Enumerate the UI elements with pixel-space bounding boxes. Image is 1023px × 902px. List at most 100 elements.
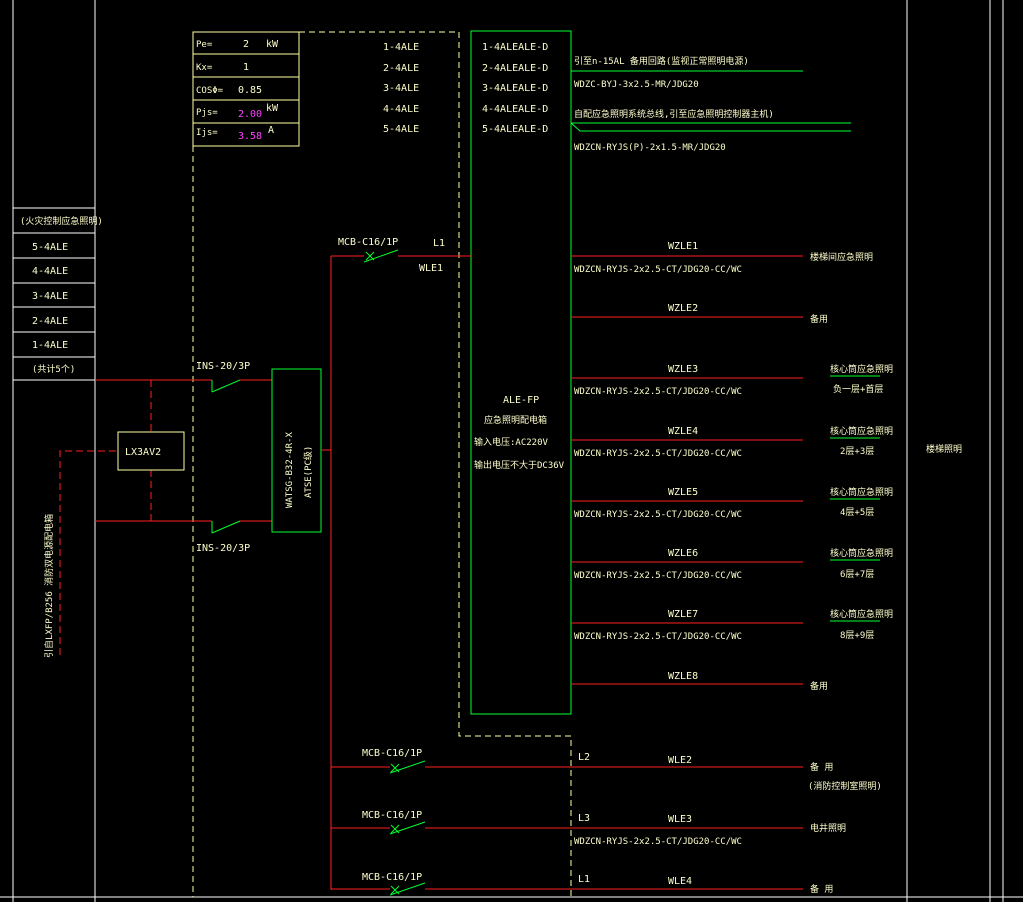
lx-box-label: LX3AV2	[125, 447, 161, 458]
ale-mid-2: 2-4ALE	[383, 63, 419, 74]
ins-top-label: INS-20/3P	[196, 361, 250, 372]
pjs-unit: kW	[266, 103, 279, 114]
bottom1-dest2: (消防控制室照明)	[808, 780, 882, 792]
left-feed-label: 引自LXFP/B256 消防双电源配电箱	[43, 514, 55, 658]
pe-unit: kW	[266, 39, 279, 50]
left-item-5: 1-4ALE	[32, 340, 68, 351]
top-line1-label: 引至n-15AL 备用回路(监视正常照明电源)	[574, 55, 749, 67]
wzle1-name: WZLE1	[668, 241, 698, 252]
left-panel: (火灾控制应急照明) 5-4ALE 4-4ALE 3-4ALE 2-4ALE 1…	[13, 207, 103, 381]
wzle7-name: WZLE7	[668, 609, 698, 620]
left-item-1: 5-4ALE	[32, 242, 68, 253]
bottom2-mcb: MCB-C16/1P	[362, 810, 422, 821]
left-panel-footer: (共计5个)	[32, 363, 75, 375]
left-panel-header: (火灾控制应急照明)	[20, 215, 103, 227]
wzle5-cable: WDZCN-RYJS-2x2.5-CT/JDG20-CC/WC	[574, 510, 742, 520]
bottom1-dest1: 备 用	[810, 761, 833, 773]
wzle7-cable: WDZCN-RYJS-2x2.5-CT/JDG20-CC/WC	[574, 632, 742, 642]
bottom1-name: WLE2	[668, 755, 692, 766]
mcb-top: MCB-C16/1P L1 WLE1	[331, 237, 471, 274]
wzle6-cable: WDZCN-RYJS-2x2.5-CT/JDG20-CC/WC	[574, 571, 742, 581]
wzle7-dest1: 核心筒应急照明	[830, 608, 893, 620]
wzle8-name: WZLE8	[668, 671, 698, 682]
bottom3-dest1: 备 用	[810, 883, 833, 895]
ale-mid-1: 1-4ALE	[383, 42, 419, 53]
bottom1-phase: L2	[578, 752, 590, 763]
bottom3-mcb: MCB-C16/1P	[362, 872, 422, 883]
load-table: Pe= 2 kW Kx= 1 COSΦ= 0.85 Pjs= 2.00 kW I…	[192, 31, 300, 147]
top-line2-label: 自配应急照明系统总线,引至应急照明控制器主机)	[574, 108, 774, 120]
mcb-top-circuit: WLE1	[419, 263, 443, 274]
kx-value: 1	[243, 62, 249, 73]
ijs-unit: A	[268, 125, 274, 136]
cos-label: COSΦ=	[196, 86, 224, 96]
bottom2-cable: WDZCN-RYJS-2x2.5-CT/JDG20-CC/WC	[574, 837, 742, 847]
wzle5-name: WZLE5	[668, 487, 698, 498]
ats-label: WATSG-B32-4R-X	[285, 432, 295, 508]
ale-mid-4: 4-4ALE	[383, 104, 419, 115]
ale-mid-5: 5-4ALE	[383, 124, 419, 135]
left-item-2: 4-4ALE	[32, 266, 68, 277]
wzle4-cable: WDZCN-RYJS-2x2.5-CT/JDG20-CC/WC	[574, 449, 742, 459]
wzle3-name: WZLE3	[668, 364, 698, 375]
wzle6-dest2: 6层+7层	[840, 569, 874, 580]
wzle4-dest1: 核心筒应急照明	[830, 425, 893, 437]
ale-box-1: 1-4ALEALE-D	[482, 42, 548, 53]
ijs-value: 3.58	[238, 131, 262, 142]
ale-box-3: 3-4ALEALE-D	[482, 83, 548, 94]
mcb-top-label: MCB-C16/1P	[338, 237, 398, 248]
kx-label: Kx=	[196, 63, 213, 73]
wzle4-dest2: 2层+3层	[840, 446, 874, 457]
wzle1-cable: WDZCN-RYJS-2x2.5-CT/JDG20-CC/WC	[574, 265, 742, 275]
left-item-4: 2-4ALE	[32, 316, 68, 327]
top-line1-cable: WDZC-BYJ-3x2.5-MR/JDG20	[574, 80, 699, 90]
bottom-circuits: MCB-C16/1P L2 WLE2 备 用 (消防控制室照明) MCB-C16…	[331, 748, 882, 896]
wzle6-dest1: 核心筒应急照明	[830, 547, 893, 559]
bottom2-name: WLE3	[668, 814, 692, 825]
ale-box-4: 4-4ALEALE-D	[482, 104, 548, 115]
top-lines: 引至n-15AL 备用回路(监视正常照明电源) WDZC-BYJ-3x2.5-M…	[570, 55, 851, 153]
wzle3-dest1: 核心筒应急照明	[830, 363, 893, 375]
ins-bottom-label: INS-20/3P	[196, 543, 250, 554]
ale-list-mid: 1-4ALE 2-4ALE 3-4ALE 4-4ALE 5-4ALE	[383, 42, 419, 135]
ale-fp-line2: 输入电压:AC220V	[474, 436, 549, 448]
wzle3-cable: WDZCN-RYJS-2x2.5-CT/JDG20-CC/WC	[574, 387, 742, 397]
ale-fp-line1: 应急照明配电箱	[484, 414, 547, 426]
ale-fp-title: ALE-FP	[503, 395, 539, 406]
wzle2-dest: 备用	[810, 313, 828, 325]
right-note: 楼梯照明	[926, 443, 962, 455]
ale-fp-box: 1-4ALEALE-D 2-4ALEALE-D 3-4ALEALE-D 4-4A…	[470, 30, 572, 715]
pe-value: 2	[243, 39, 249, 50]
ale-mid-3: 3-4ALE	[383, 83, 419, 94]
pe-label: Pe=	[196, 40, 213, 50]
wzle7-dest2: 8层+9层	[840, 630, 874, 641]
outgoing-circuits: WZLE1 WDZCN-RYJS-2x2.5-CT/JDG20-CC/WC 楼梯…	[571, 241, 893, 692]
cos-value: 0.85	[238, 85, 262, 96]
ats-sub: ATSE(PC级)	[302, 446, 314, 498]
wzle6-name: WZLE6	[668, 548, 698, 559]
wzle5-dest2: 4层+5层	[840, 507, 874, 518]
bottom1-mcb: MCB-C16/1P	[362, 748, 422, 759]
wzle1-dest: 楼梯间应急照明	[810, 251, 873, 263]
wzle2-name: WZLE2	[668, 303, 698, 314]
ale-box-5: 5-4ALEALE-D	[482, 124, 548, 135]
bottom3-name: WLE4	[668, 876, 692, 887]
ijs-label: Ijs=	[196, 128, 218, 138]
wzle4-name: WZLE4	[668, 426, 698, 437]
input-circuit: LX3AV2 引自LXFP/B256 消防双电源配电箱 INS-20/3P IN…	[43, 256, 332, 890]
wzle3-dest2: 负一层+首层	[833, 383, 883, 395]
left-item-3: 3-4ALE	[32, 291, 68, 302]
mcb-top-phase: L1	[433, 238, 445, 249]
pjs-label: Pjs=	[196, 108, 218, 118]
bottom3-phase: L1	[578, 874, 590, 885]
top-line2-cable: WDZCN-RYJS(P)-2x1.5-MR/JDG20	[574, 143, 726, 153]
wzle8-dest: 备用	[810, 680, 828, 692]
ale-box-2: 2-4ALEALE-D	[482, 63, 548, 74]
wzle5-dest1: 核心筒应急照明	[830, 486, 893, 498]
pjs-value: 2.00	[238, 109, 262, 120]
bottom2-phase: L3	[578, 813, 590, 824]
bottom2-dest1: 电井照明	[810, 822, 846, 834]
ale-fp-line3: 输出电压不大于DC36V	[474, 459, 565, 471]
